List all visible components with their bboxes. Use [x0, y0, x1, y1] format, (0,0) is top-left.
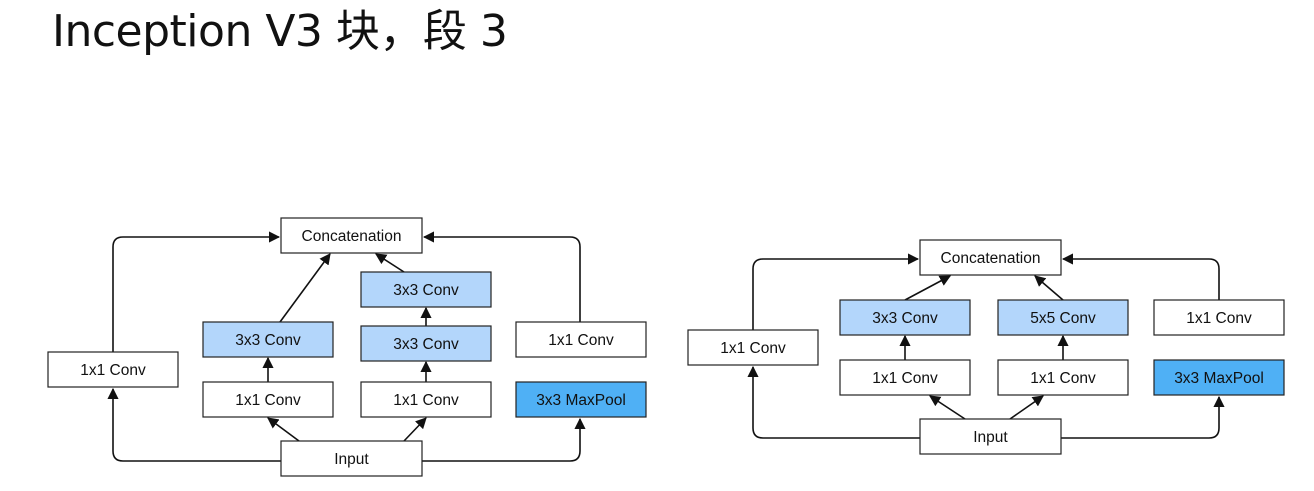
node-box	[839, 299, 971, 336]
diagram-1-node-concat: Concatenation	[280, 217, 423, 254]
node-box	[839, 359, 971, 396]
diagram-2-edge-4	[904, 275, 951, 301]
diagram-2-node-b2-3x3: 3x3 Conv	[839, 299, 971, 336]
diagram-1-node-b3-3x3a: 3x3 Conv	[360, 325, 492, 362]
node-box	[1153, 359, 1285, 396]
node-label: 1x1 Conv	[80, 362, 146, 379]
node-box	[997, 359, 1129, 396]
node-box	[280, 217, 423, 254]
diagram-2-edge-8	[1061, 395, 1225, 439]
node-box	[687, 329, 819, 366]
node-label: Concatenation	[302, 228, 402, 245]
diagram-1-edge-9	[422, 417, 586, 462]
node-label: 1x1 Conv	[872, 370, 938, 387]
diagram-2-edge-7	[1034, 275, 1064, 301]
diagram-2-edge-5	[1009, 395, 1044, 420]
node-label: 1x1 Conv	[1030, 370, 1096, 387]
diagram-2-node-concat: Concatenation	[919, 239, 1062, 276]
diagram-1-edge-4	[279, 253, 331, 323]
node-label: 1x1 Conv	[235, 392, 301, 409]
diagram-1-edge-1	[107, 387, 281, 462]
edges	[107, 231, 1225, 462]
nodes: Concatenation 1x1 Conv 1x1 Conv 3x3 Conv 1x1…	[47, 217, 1285, 477]
diagram-1-edge-10	[422, 231, 581, 322]
diagram-2-edge-10	[752, 253, 920, 330]
node-label: 3x3 Conv	[235, 332, 301, 349]
diagram-1-node-b1-1x1: 1x1 Conv	[47, 351, 179, 388]
node-label: 1x1 Conv	[720, 340, 786, 357]
node-label: Input	[334, 451, 369, 468]
diagram-2-edge-2	[929, 395, 966, 420]
diagram-1-node-b4-1x1: 1x1 Conv	[515, 321, 647, 358]
node-label: Input	[973, 429, 1008, 446]
node-box	[280, 440, 423, 477]
diagram-1-node-b2-1x1: 1x1 Conv	[202, 381, 334, 418]
diagram-2-node-b4-1x1: 1x1 Conv	[1153, 299, 1285, 336]
node-box	[202, 321, 334, 358]
diagram-1-node-b3-1x1: 1x1 Conv	[360, 381, 492, 418]
node-box	[919, 239, 1062, 276]
diagram-2-node-b4-pool: 3x3 MaxPool	[1153, 359, 1285, 396]
diagram-2-node-b2-1x1: 1x1 Conv	[839, 359, 971, 396]
diagram-2-node-b3-1x1: 1x1 Conv	[997, 359, 1129, 396]
diagram-2-node-input: Input	[919, 418, 1062, 455]
diagram-1-edge-5	[403, 417, 427, 442]
diagram-2-node-b3-5x5: 5x5 Conv	[997, 299, 1129, 336]
diagram-2-edge-1	[747, 365, 920, 439]
diagram-1-node-input: Input	[280, 440, 423, 477]
node-label: 3x3 MaxPool	[1174, 370, 1264, 387]
node-box	[360, 271, 492, 308]
node-label: 1x1 Conv	[548, 332, 614, 349]
diagram-1-node-b3-3x3b: 3x3 Conv	[360, 271, 492, 308]
node-label: 3x3 Conv	[872, 310, 938, 327]
node-box	[919, 418, 1062, 455]
diagram-1-edge-11	[112, 231, 281, 352]
diagram-2-node-b1-1x1: 1x1 Conv	[687, 329, 819, 366]
node-label: 1x1 Conv	[393, 392, 459, 409]
diagram-1-edge-2	[267, 417, 300, 442]
node-box	[47, 351, 179, 388]
node-label: 3x3 MaxPool	[536, 392, 626, 409]
diagram-2-edge-9	[1061, 253, 1220, 300]
diagram-1-edge-8	[375, 253, 405, 273]
node-box	[997, 299, 1129, 336]
node-label: 5x5 Conv	[1030, 310, 1096, 327]
diagram-1-node-b2-3x3: 3x3 Conv	[202, 321, 334, 358]
node-label: 3x3 Conv	[393, 282, 459, 299]
node-box	[360, 325, 492, 362]
node-box	[202, 381, 334, 418]
node-box	[515, 381, 647, 418]
diagram-1-node-b4-pool: 3x3 MaxPool	[515, 381, 647, 418]
node-label: Concatenation	[941, 250, 1041, 267]
node-label: 3x3 Conv	[393, 336, 459, 353]
node-box	[515, 321, 647, 358]
slide-title: Inception V3 块，段 3	[52, 6, 508, 57]
node-label: 1x1 Conv	[1186, 310, 1252, 327]
node-box	[1153, 299, 1285, 336]
node-box	[360, 381, 492, 418]
